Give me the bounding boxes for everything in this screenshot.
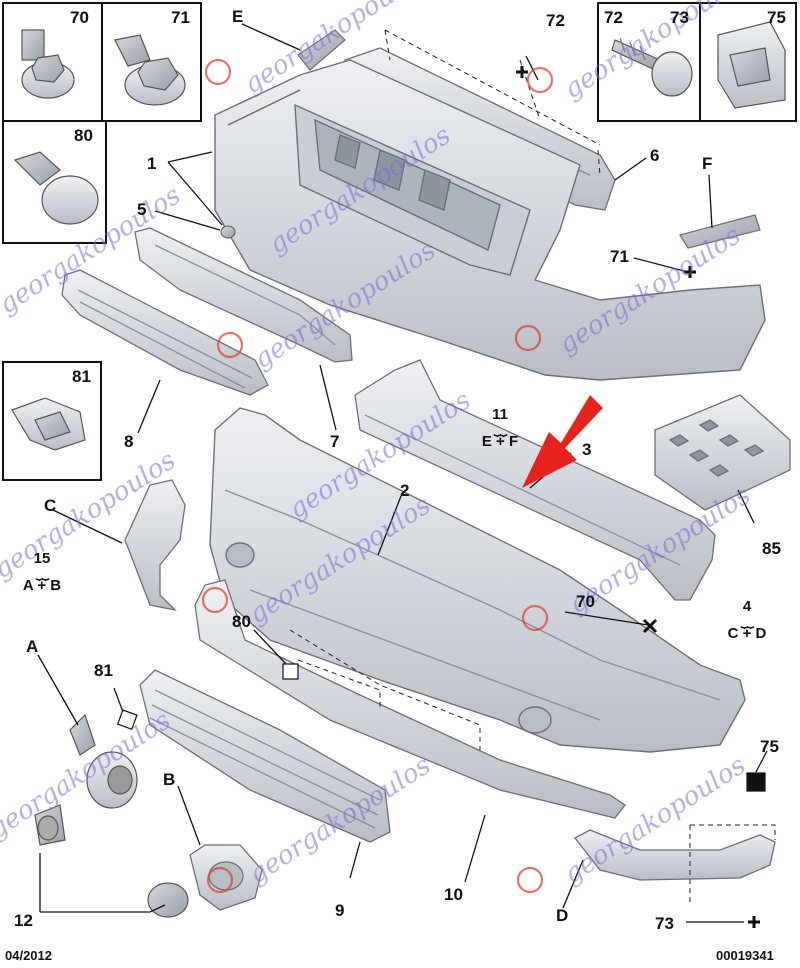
clip-75-drawing [717,21,786,109]
group-11-number: 11 [492,406,508,423]
leader-lines [37,23,768,923]
callout-3: 3 [582,440,592,459]
box-label-71: 71 [171,8,190,27]
callout-6: 6 [650,146,660,165]
callout-5: 5 [137,200,147,219]
callout-73: 73 [655,914,674,933]
box-label-73: 73 [670,8,689,27]
group-4-parts: C + D [727,624,767,642]
callout-10: 10 [444,885,463,904]
callout-2: 2 [400,481,410,500]
fastener-markers [516,66,760,928]
part-7-grille-frame [134,227,353,363]
part-C-side-trim [124,479,186,612]
group-4: 4 ⏟⏟ C + D [715,598,779,644]
group-11: 11 ⏟⏟ E + F [470,406,530,452]
callout-1: 1 [147,154,157,173]
callout-C: C [44,496,57,515]
callout-E: E [232,7,244,26]
group-15: 15 ⏟⏟ A + B [12,550,72,596]
callout-81: 81 [94,661,113,680]
part-A-sensor-group [34,713,138,846]
callout-85: 85 [762,539,781,558]
red-arrow-pointer [522,395,603,488]
callout-8: 8 [124,432,134,451]
box-label-72: 72 [604,8,623,27]
fastener-box-frames [2,2,797,481]
footer-code: 00019341 [716,948,774,963]
callout-D: D [556,906,569,925]
dashed-guides [289,629,776,905]
clip-markers [116,663,766,792]
box-label-75: 75 [767,8,786,27]
part-10-lower-strip [194,579,626,819]
bolt-71-drawing [114,34,186,106]
group-15-number: 15 [33,550,51,567]
group-15-brace: ⏟⏟ [35,565,49,580]
part-85-clip-kit [654,394,791,511]
callout-A: A [26,637,39,656]
group-11-brace: ⏟⏟ [493,421,507,436]
fog-lamp-cap [147,882,189,918]
box-label-81: 81 [72,367,91,386]
screw-73-drawing [611,37,693,97]
box-label-70: 70 [70,8,89,27]
group-11-parts: E + F [481,432,519,450]
part-2-bumper [209,407,746,753]
callout-70: 70 [576,592,595,611]
callout-F: F [702,154,713,173]
callout-75: 75 [760,737,779,756]
group-4-brace: ⏟⏟ [740,613,754,628]
callout-72: 72 [546,11,565,30]
part-8-grille-mesh [61,269,269,396]
callout-12: 12 [14,911,33,930]
clip-81-drawing [11,397,86,451]
part-9-bottom-grille [139,669,391,843]
part-E-bracket [297,29,346,71]
group-4-number: 4 [742,598,752,615]
part-B-fog-surround [189,844,263,911]
part-D-corner-trim [574,829,776,881]
callout-9: 9 [335,901,345,920]
callout-7: 7 [330,432,340,451]
group-15-parts: A + B [22,576,62,594]
callout-B: B [163,770,176,789]
footer-date: 04/2012 [5,948,52,963]
part-1-grille-panel [214,59,766,381]
callout-71: 71 [610,247,629,266]
bolt-70-drawing [21,29,75,99]
callout-80: 80 [232,612,251,631]
part-5-clip [220,225,236,239]
watermark-logos [201,58,554,894]
box-label-80: 80 [74,126,93,145]
clip-80-drawing [13,151,99,225]
part-F-bracket [679,214,761,249]
